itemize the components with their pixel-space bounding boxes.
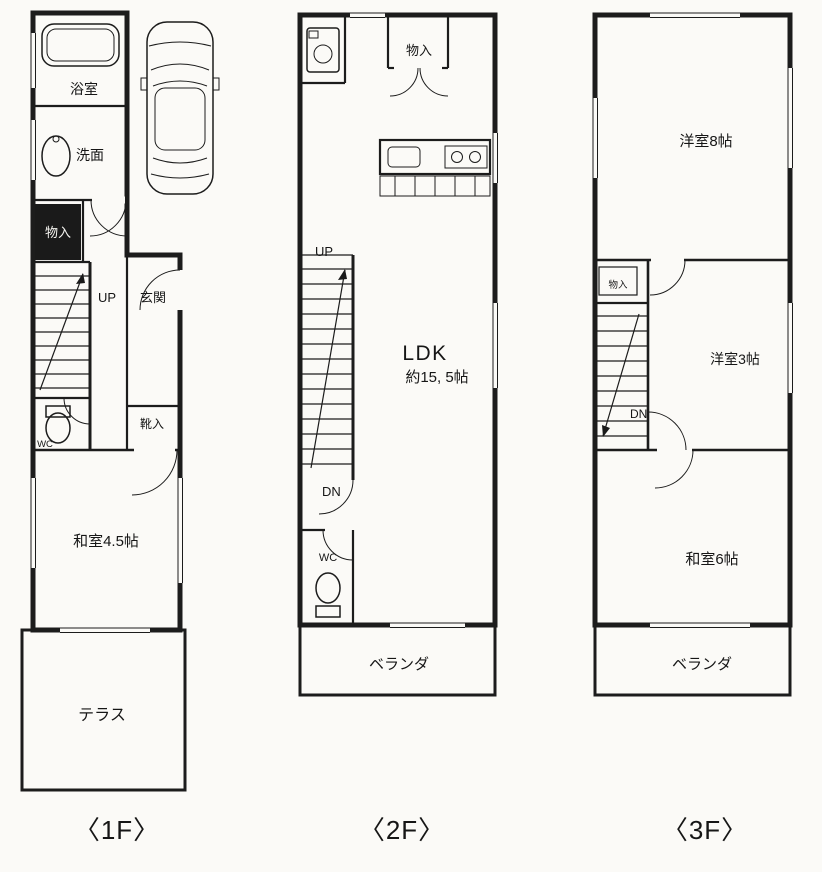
interior-walls-1f xyxy=(33,104,180,454)
toilet-icon xyxy=(45,405,71,444)
terrace-label: テラス xyxy=(78,707,126,724)
veranda-label-3f: ベランダ xyxy=(672,656,732,673)
floorplan-1f: 浴室 洗面 物入 UP 玄関 靴入 WC 和室4.5帖 テラス xyxy=(20,10,220,792)
door-arcs-1f xyxy=(63,199,181,496)
floorplan-3f: 洋室8帖 物入 DN 洋室3帖 和室6帖 ベランダ xyxy=(591,11,794,697)
kitchen-counter xyxy=(378,138,492,197)
veranda-label-2f: ベランダ xyxy=(369,656,429,673)
closet-label-3f: 物入 xyxy=(608,279,628,291)
closet-box-3f xyxy=(598,266,638,296)
shoe-storage-label: 靴入 xyxy=(140,417,164,431)
caption-2f: 〈2F〉 xyxy=(358,815,446,845)
door-arcs-2f xyxy=(318,67,449,561)
kitchen-sink-icon xyxy=(387,146,421,168)
bath-label: 浴室 xyxy=(70,81,98,97)
car-icon xyxy=(140,21,220,195)
windows-1f xyxy=(29,33,184,634)
western-room-8-label: 洋室8帖 xyxy=(679,133,732,150)
entrance-label: 玄関 xyxy=(140,290,166,305)
up-label-2f: UP xyxy=(315,244,333,259)
stove-icon xyxy=(444,145,488,169)
sink-icon xyxy=(41,135,71,177)
wc-label-2f: WC xyxy=(319,552,337,564)
storage-label: 物入 xyxy=(45,225,71,240)
japanese-room-6-label: 和室6帖 xyxy=(685,551,738,568)
stairs-3f xyxy=(597,313,648,437)
caption-3f: 〈3F〉 xyxy=(661,815,749,845)
door-arcs-3f xyxy=(647,259,694,489)
stairs-2f xyxy=(302,268,353,469)
windows-2f xyxy=(350,11,499,629)
windows-3f xyxy=(591,11,794,629)
western-room-3-label: 洋室3帖 xyxy=(710,351,760,367)
washer-icon xyxy=(306,27,340,73)
exterior-walls-3f xyxy=(592,12,793,628)
floorplan-2f: 物入 UP LDK 約15, 5帖 DN WC ベランダ xyxy=(297,11,499,697)
toilet-icon-2f xyxy=(315,572,341,618)
exterior-walls-2f xyxy=(297,12,498,628)
up-label-1f: UP xyxy=(98,290,116,305)
dn-label-2f: DN xyxy=(322,484,341,499)
stairs-1f xyxy=(33,273,90,391)
caption-1f: 〈1F〉 xyxy=(73,815,161,845)
dn-label-3f: DN xyxy=(630,407,647,421)
ldk-size-label: 約15, 5帖 xyxy=(405,369,468,386)
washroom-label: 洗面 xyxy=(76,147,104,163)
closet-label-2f: 物入 xyxy=(406,43,432,58)
japanese-room-label-1f: 和室4.5帖 xyxy=(73,533,139,550)
wc-label-1f: WC xyxy=(37,439,53,450)
interior-walls-2f xyxy=(300,15,450,625)
ldk-label: LDK xyxy=(402,342,447,365)
bathtub-icon xyxy=(41,23,120,67)
storage-box xyxy=(35,204,81,260)
exterior-walls-1f xyxy=(30,10,183,633)
